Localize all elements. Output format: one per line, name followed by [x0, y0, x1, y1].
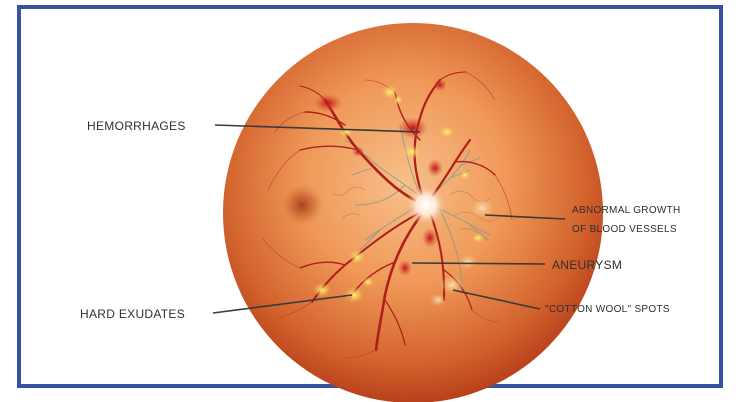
label-hard-exudates: HARD EXUDATES	[80, 307, 185, 321]
label-aneurysm: ANEURYSM	[552, 258, 622, 272]
label-hemorrhages: HEMORRHAGES	[87, 119, 186, 133]
macula	[280, 183, 324, 227]
label-abnormal-growth-line2: OF BLOOD VESSELS	[572, 224, 677, 235]
label-abnormal-growth-line1: ABNORMAL GROWTH	[572, 205, 681, 216]
optic-disc	[406, 185, 446, 225]
label-cotton-wool-spots: "COTTON WOOL" SPOTS	[545, 304, 670, 315]
aneurysm-leader	[412, 263, 545, 264]
